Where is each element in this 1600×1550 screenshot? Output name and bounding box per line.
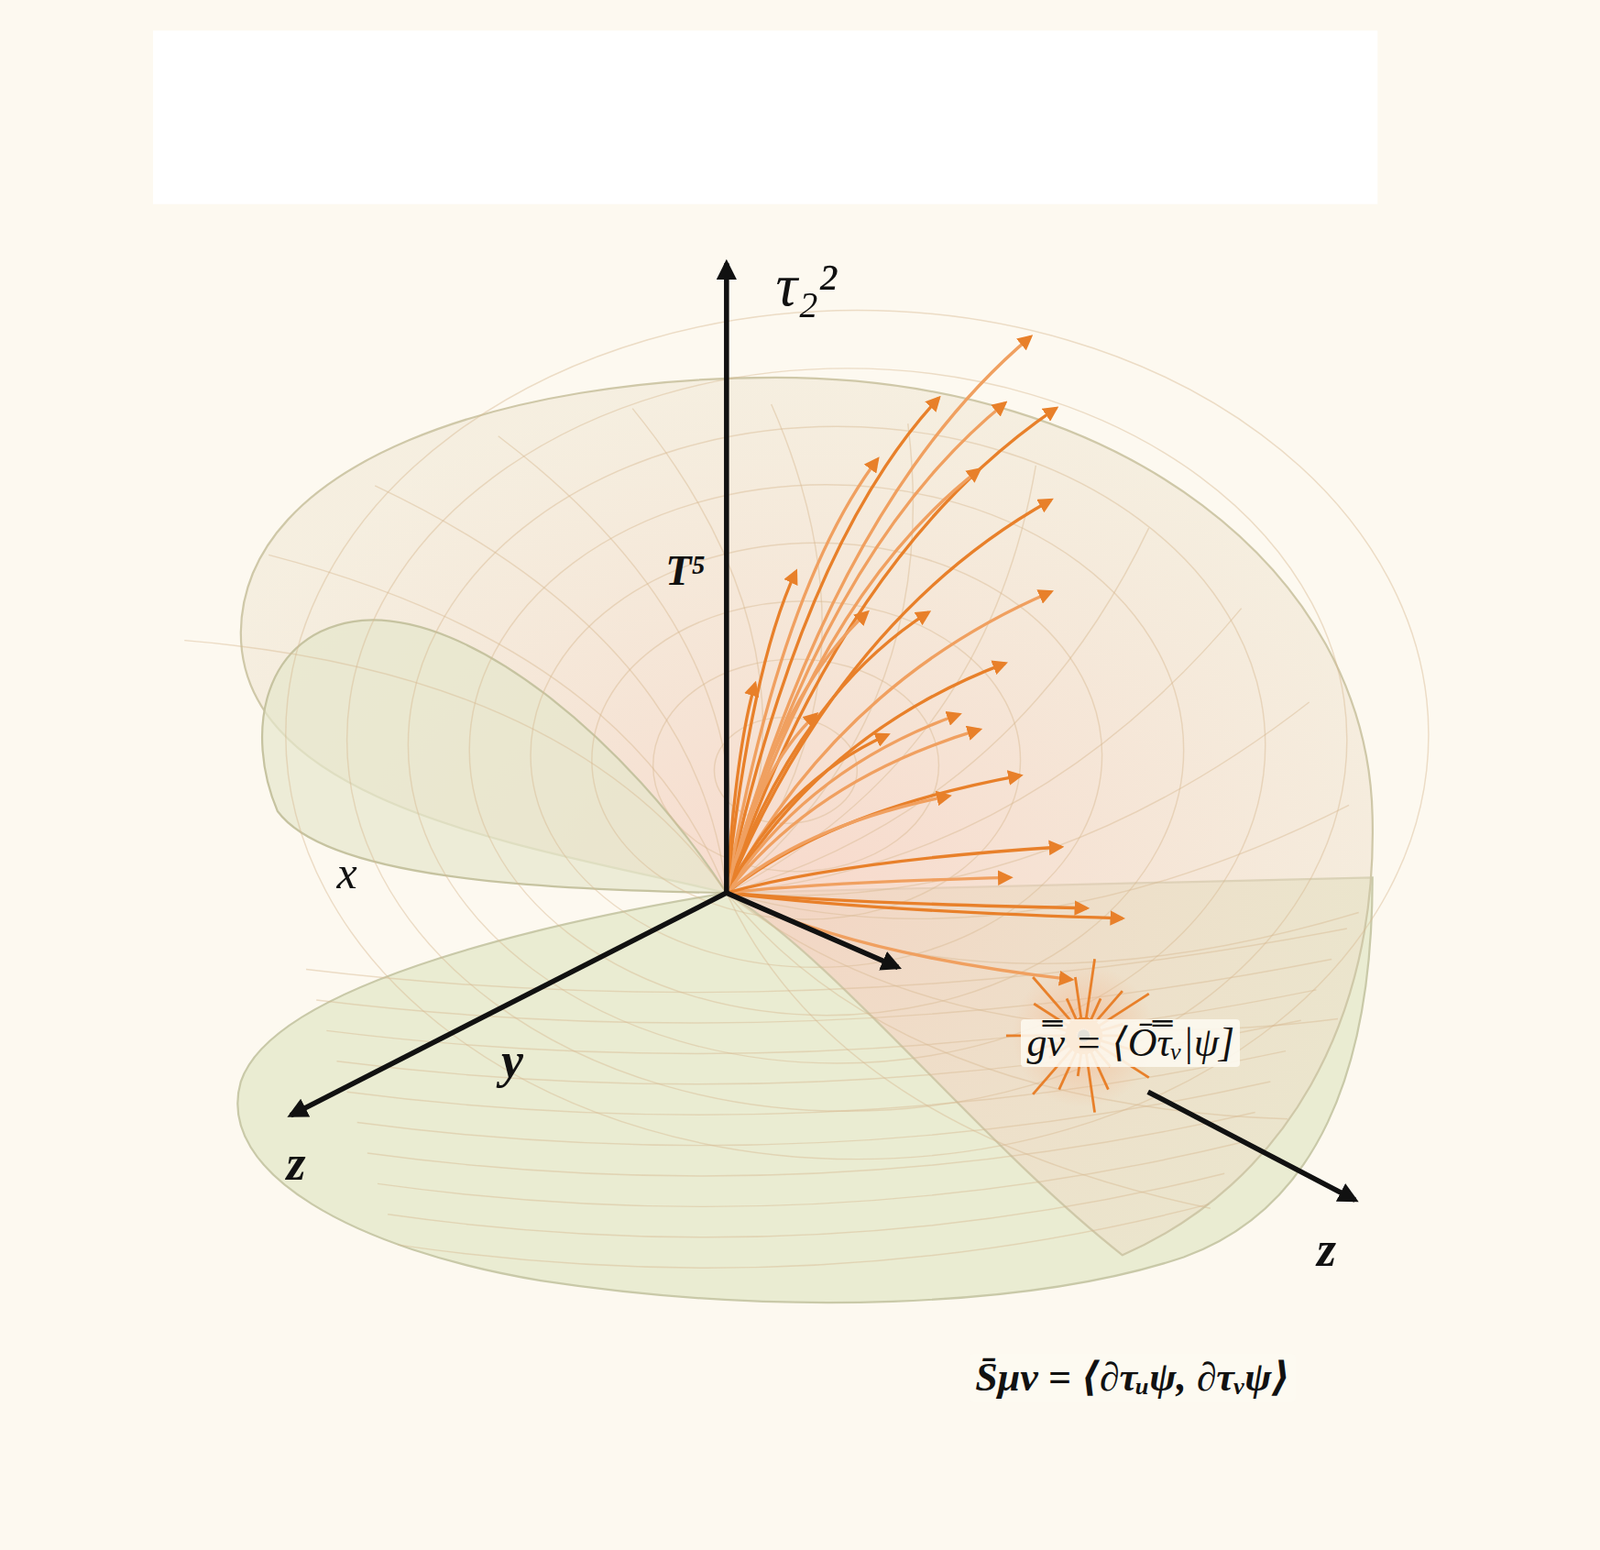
field-arrow <box>726 591 1052 893</box>
equation-label: g̿ν = ⟨Ō̿τᵥ|ψ] <box>1020 1019 1240 1067</box>
mesh-line <box>357 1081 1272 1146</box>
mesh-line <box>316 958 1332 1023</box>
mesh-ring <box>347 368 1348 1111</box>
mesh-line <box>726 804 1349 919</box>
field-arrow <box>726 612 868 893</box>
axis-label: T⁵ <box>665 547 706 595</box>
mesh-line <box>726 892 1288 1119</box>
axis-label: z <box>285 1136 306 1191</box>
axis-label: y <box>501 1033 524 1088</box>
field-arrow <box>726 612 929 893</box>
field-arrow <box>726 397 940 893</box>
axis-label: x <box>336 847 357 899</box>
mesh-line <box>387 1172 1225 1238</box>
field-arrow <box>726 407 1057 893</box>
field-arrow <box>726 336 1031 893</box>
field-arrow <box>726 775 1021 893</box>
arrow-fan <box>726 336 1150 1112</box>
mesh-line <box>726 465 1037 893</box>
field-arrow <box>726 892 1123 919</box>
axis-label: τ₂² <box>776 252 837 319</box>
mesh-line <box>367 1111 1256 1176</box>
mesh-line <box>184 640 727 893</box>
mesh-line <box>397 1204 1209 1269</box>
mesh-ring <box>285 309 1429 1159</box>
axes <box>290 263 1355 1200</box>
mesh-line <box>726 701 1310 896</box>
mesh-line <box>377 1142 1240 1207</box>
field-arrow <box>726 663 1006 893</box>
equation-label: S̄μν = ⟨∂τᵤψ, ∂τᵥψ⟩ <box>969 1353 1296 1402</box>
mesh-ring <box>469 484 1184 1016</box>
mesh-line <box>726 608 1242 893</box>
mesh-line <box>498 436 733 893</box>
mesh-line <box>374 485 727 893</box>
axis-label: z <box>1316 1222 1337 1277</box>
mesh-line <box>268 554 727 893</box>
field-arrow <box>726 892 1072 980</box>
field-arrow <box>726 713 960 893</box>
mesh-ring <box>653 658 940 872</box>
field-arrow <box>726 403 1006 893</box>
mesh-ring <box>407 426 1265 1064</box>
field-arrow <box>726 683 756 893</box>
mesh-ring <box>591 601 1021 920</box>
field-arrow <box>726 795 950 893</box>
field-arrow <box>726 846 1062 893</box>
field-arrow <box>726 876 1011 893</box>
upper-lobe <box>241 377 1373 1255</box>
mesh-grid <box>184 309 1429 1268</box>
blank-panel <box>153 30 1378 204</box>
